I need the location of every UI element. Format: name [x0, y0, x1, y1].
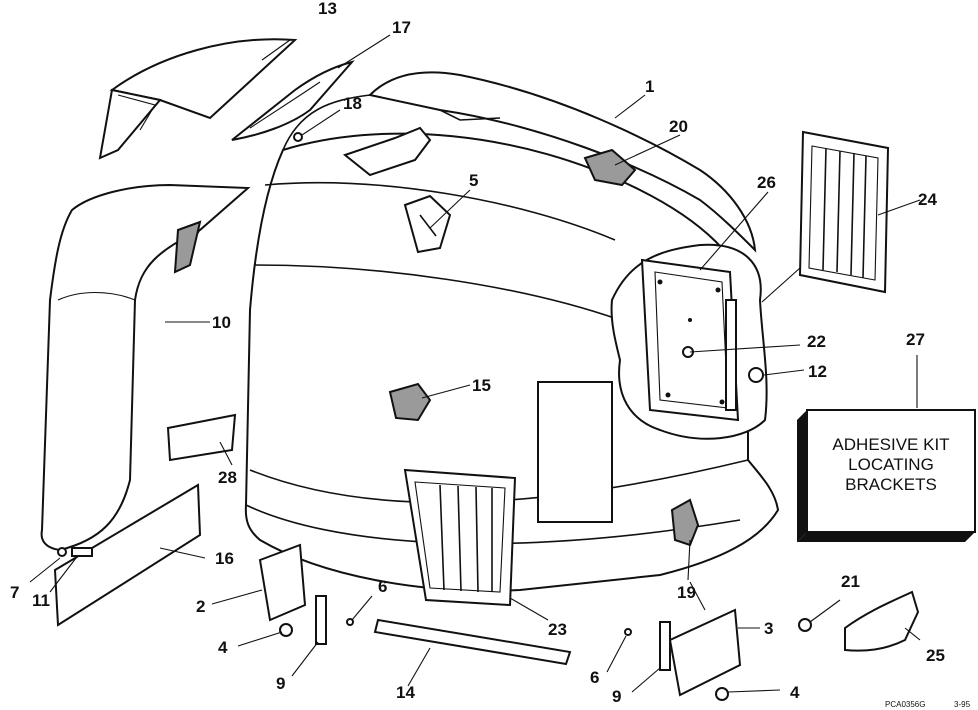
latch-bracket-2	[258, 543, 307, 622]
screw-7	[57, 547, 67, 557]
callout-9-right: 9	[612, 687, 621, 706]
screw-21	[798, 618, 812, 632]
callout-15: 15	[472, 376, 491, 395]
callout-27: 27	[906, 330, 925, 349]
label-patch-28	[166, 413, 237, 462]
callout-25: 25	[926, 646, 945, 665]
vent-trim-17	[231, 60, 355, 141]
callout-11: 11	[32, 591, 50, 610]
callout-12: 12	[808, 362, 827, 381]
callout-14: 14	[396, 683, 415, 702]
grommet-12	[748, 367, 764, 383]
screw-18	[293, 132, 303, 142]
adhesive-kit-box-27: ADHESIVE KIT LOCATING BRACKETS	[797, 409, 976, 542]
kit-label-line3: BRACKETS	[845, 475, 937, 494]
callout-20: 20	[669, 117, 688, 136]
callout-13: 13	[318, 0, 337, 18]
callout-18: 18	[343, 94, 362, 113]
drawing-code: PCA0356G	[885, 700, 925, 709]
callout-23: 23	[548, 620, 567, 639]
kit-label-line1: ADHESIVE KIT	[832, 435, 949, 454]
callout-1: 1	[645, 77, 654, 96]
callout-21: 21	[841, 572, 860, 591]
inner-plate-26	[640, 258, 740, 422]
adhesive-pad-15	[388, 382, 432, 422]
callout-26: 26	[757, 173, 776, 192]
callout-7: 7	[10, 583, 19, 602]
callout-4-right: 4	[790, 683, 800, 702]
trim-strip-16	[53, 483, 202, 627]
callout-19: 19	[677, 583, 696, 602]
callout-6-left: 6	[378, 577, 387, 596]
bolt-11	[71, 547, 93, 557]
lower-grille-23	[403, 468, 517, 607]
bracket-9-left	[315, 595, 327, 645]
callout-3: 3	[764, 619, 773, 638]
washer-6-right	[624, 628, 632, 636]
callout-5: 5	[469, 171, 478, 190]
callout-9-left: 9	[276, 674, 285, 693]
bumper-pad-25	[844, 590, 920, 652]
bar-14	[373, 618, 572, 666]
nut-4-right	[715, 687, 729, 701]
washer-6-left	[346, 618, 354, 626]
callout-24: 24	[918, 190, 937, 209]
top-cap-13	[98, 38, 298, 160]
kit-label-line2: LOCATING	[848, 455, 934, 474]
callout-22: 22	[807, 332, 826, 351]
bracket-9-right	[659, 621, 671, 671]
callout-labels: 1 2 3 4 4 5 6 6 7 9 9 10 11 12 13 14 15 …	[10, 0, 945, 706]
callout-4-left: 4	[218, 638, 228, 657]
side-cover-10	[40, 183, 251, 552]
callout-10: 10	[212, 313, 231, 332]
nut-4-left	[279, 623, 293, 637]
callout-16: 16	[215, 549, 234, 568]
latch-bracket-3	[668, 608, 742, 697]
callout-6-right: 6	[590, 668, 599, 687]
callout-2: 2	[196, 597, 205, 616]
adhesive-pad-19	[670, 498, 700, 547]
callout-28: 28	[218, 468, 237, 487]
adhesive-pad-20	[583, 148, 637, 187]
callout-17: 17	[392, 18, 411, 37]
cover-service-window	[537, 381, 613, 523]
leader-lines	[29, 34, 921, 693]
drawing-date: 3-95	[954, 700, 971, 709]
vent-grille-24	[798, 130, 890, 294]
